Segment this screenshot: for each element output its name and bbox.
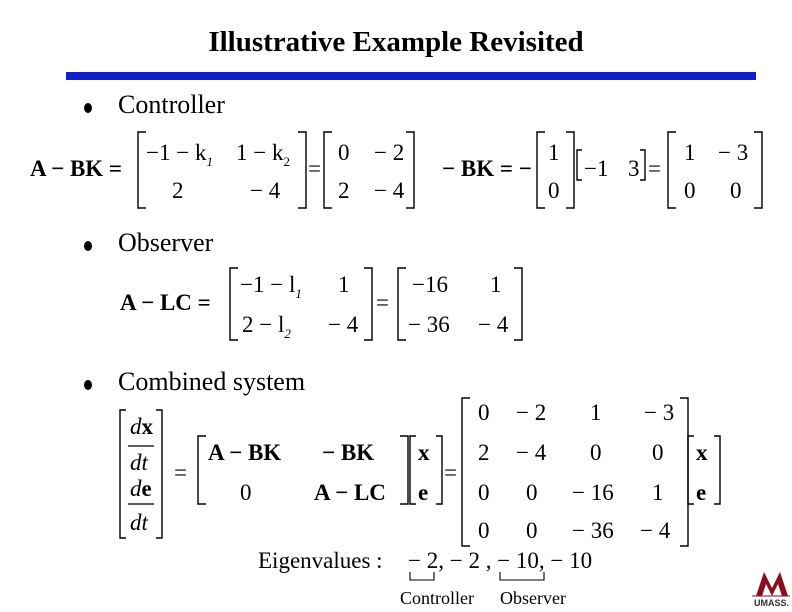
matrix-cell: 0 (652, 440, 664, 465)
equals-sign: = (376, 290, 389, 315)
matrix-cell: − 4 (478, 312, 509, 337)
block-cell: A − BK (208, 440, 282, 465)
matrix-cell: 0 (590, 440, 602, 465)
matrix-cell: 1 (590, 400, 602, 425)
matrix-cell: − 4 (374, 178, 405, 203)
vector-cell: x (696, 440, 708, 465)
matrix-cell: − 4 (328, 312, 359, 337)
matrix-cell: 2 (172, 178, 184, 203)
vector-cell: e (696, 480, 707, 505)
matrix-cell: − 36 (572, 518, 614, 543)
matrix-cell: −1 − k1 (146, 140, 213, 169)
matrix-cell: 1 (652, 480, 664, 505)
umass-logo-icon (752, 572, 790, 597)
block-cell: 0 (240, 480, 252, 505)
equals-sign: = (308, 156, 321, 181)
vector-cell: x (418, 440, 430, 465)
matrix-cell: − 4 (250, 178, 281, 203)
matrix-cell: −16 (412, 272, 448, 297)
matrix-cell: 1 (490, 272, 502, 297)
bullet-combined-system: Combined system (118, 367, 306, 396)
vector-cell: e (418, 480, 429, 505)
matrix-cell: −1 − l1 (240, 272, 302, 301)
matrix-cell: − 16 (572, 480, 614, 505)
matrix-cell: 2 (478, 440, 490, 465)
matrix-cell: 0 (526, 518, 538, 543)
equals-sign: = (174, 460, 187, 485)
matrix-cell: 0 (478, 480, 490, 505)
block-cell: − BK (322, 440, 375, 465)
bullet-icon (84, 241, 92, 251)
matrix-cell: 0 (478, 518, 490, 543)
matrix-cell: − 4 (640, 518, 671, 543)
bullet-observer: Observer (118, 228, 214, 257)
dt-denominator: dt (130, 510, 148, 535)
block-cell: A − LC (314, 480, 386, 505)
observer-lhs: A − LC = (120, 290, 211, 315)
dt-denominator: dt (130, 450, 148, 475)
matrix-cell: − 2 (516, 400, 547, 425)
matrix-cell: 0 (338, 140, 350, 165)
matrix-cell: 1 (684, 140, 696, 165)
vector-cell: 1 (548, 140, 560, 165)
equals-sign: = (648, 156, 661, 181)
de-dt: de (130, 476, 152, 501)
matrix-cell: 1 − k2 (236, 140, 290, 169)
umass-logo: UMASS. (750, 566, 792, 610)
bk-lhs: − BK = − (442, 156, 532, 181)
matrix-cell: 2 − l2 (242, 312, 291, 341)
matrix-cell: 1 (338, 272, 350, 297)
umass-logo-text: UMASS. (754, 598, 790, 608)
eigenvalues-values: − 2, − 2 , − 10, − 10 (408, 548, 593, 573)
vector-cell: 3 (628, 156, 640, 181)
matrix-cell: 2 (338, 178, 350, 203)
bullet-icon (84, 103, 92, 113)
matrix-cell: 0 (526, 480, 538, 505)
eigenvalues-label: Eigenvalues : (258, 548, 383, 573)
slide-title: Illustrative Example Revisited (208, 26, 584, 58)
equals-sign: = (444, 460, 457, 485)
title-divider (66, 72, 756, 80)
matrix-cell: − 2 (374, 140, 405, 165)
dx-dt: dx (130, 414, 153, 439)
observer-brace-label: Observer (500, 588, 566, 608)
matrix-cell: 0 (478, 400, 490, 425)
matrix-cell: − 4 (516, 440, 547, 465)
matrix-cell: − 36 (408, 312, 450, 337)
matrix-cell: − 3 (644, 400, 675, 425)
controller-lhs: A − BK = (30, 156, 123, 181)
matrix-cell: 0 (684, 178, 696, 203)
vector-cell: 0 (548, 178, 560, 203)
bullet-icon (84, 380, 92, 390)
matrix-cell: 0 (730, 178, 742, 203)
controller-brace-label: Controller (400, 588, 474, 608)
vector-cell: −1 (584, 156, 609, 181)
matrix-cell: − 3 (718, 140, 749, 165)
bullet-controller: Controller (118, 90, 225, 119)
